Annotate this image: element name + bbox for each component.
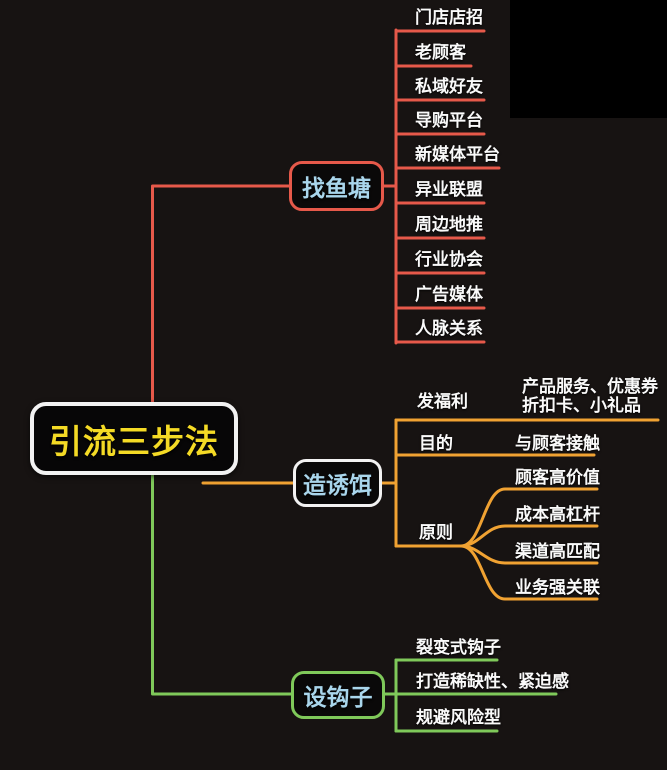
leaf-item[interactable]: 业务强关联 — [515, 578, 600, 597]
leaf-item[interactable]: 规避风险型 — [416, 708, 501, 727]
leaf-item[interactable]: 产品服务、优惠券 折扣卡、小礼品 — [522, 377, 658, 415]
branch-node-bait-label: 造诱饵 — [303, 472, 372, 498]
branch-node-fishpond-label: 找鱼塘 — [302, 175, 371, 201]
leaf-item[interactable]: 人脉关系 — [415, 319, 483, 338]
leaf-item[interactable]: 打造稀缺性、紧迫感 — [416, 672, 569, 691]
leaf-item[interactable]: 周边地推 — [415, 215, 483, 234]
leaf-item[interactable]: 渠道高匹配 — [515, 542, 600, 561]
leaf-item[interactable]: 导购平台 — [415, 111, 483, 130]
leaf-item[interactable]: 成本高杠杆 — [515, 505, 600, 524]
leaf-item[interactable]: 私域好友 — [415, 77, 483, 96]
leaf-item[interactable]: 行业协会 — [415, 250, 483, 269]
leaf-item[interactable]: 老顾客 — [415, 43, 466, 62]
leaf-item[interactable]: 顾客高价值 — [515, 468, 600, 487]
leaf-item[interactable]: 裂变式钩子 — [416, 638, 501, 657]
leaf-item[interactable]: 与顾客接触 — [515, 434, 600, 453]
branch-node-fishpond[interactable]: 找鱼塘 — [289, 161, 384, 211]
sub-label-yuanze[interactable]: 原则 — [419, 523, 453, 542]
leaf-item[interactable]: 新媒体平台 — [415, 145, 500, 164]
leaf-item[interactable]: 门店店招 — [415, 8, 483, 27]
leaf-line-1: 产品服务、优惠券 — [522, 377, 658, 396]
branch-node-hook[interactable]: 设钩子 — [291, 671, 385, 719]
leaf-line-2: 折扣卡、小礼品 — [522, 396, 641, 415]
leaf-item[interactable]: 异业联盟 — [415, 180, 483, 199]
sub-label-fafuli[interactable]: 发福利 — [417, 392, 468, 411]
root-node-label: 引流三步法 — [49, 422, 219, 460]
root-node[interactable]: 引流三步法 — [30, 402, 238, 475]
leaf-item[interactable]: 广告媒体 — [415, 285, 483, 304]
branch-node-bait[interactable]: 造诱饵 — [293, 459, 382, 507]
branch-node-hook-label: 设钩子 — [303, 684, 373, 710]
black-overlay-patch — [510, 0, 667, 118]
sub-label-mudi[interactable]: 目的 — [419, 434, 453, 453]
